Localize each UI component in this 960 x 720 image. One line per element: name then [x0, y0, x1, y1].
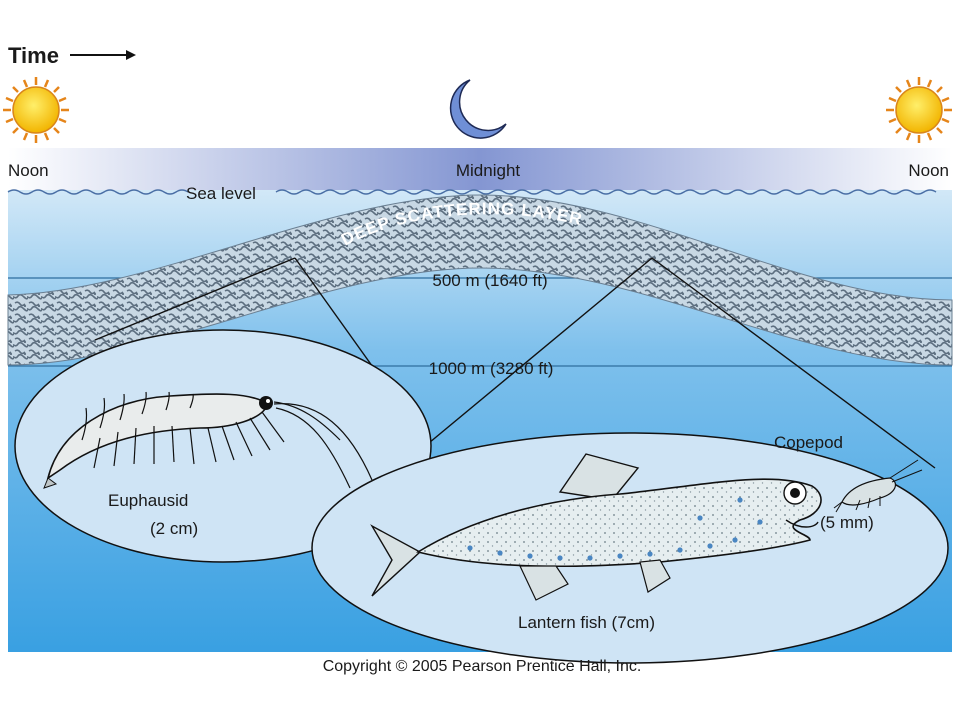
copepod-illustration — [833, 459, 923, 513]
time-arrow-icon — [70, 50, 136, 60]
copyright-text: Copyright © 2005 Pearson Prentice Hall, … — [323, 658, 642, 675]
sun-left-icon — [3, 77, 69, 143]
noon-right-label: Noon — [908, 161, 949, 180]
sea-level-label: Sea level — [186, 184, 256, 203]
crescent-moon-icon — [449, 79, 507, 139]
depth-1000-label: 1000 m (3280 ft) — [429, 359, 554, 378]
euphausid-illustration — [43, 391, 373, 489]
copepod-size-label: (5 mm) — [820, 513, 874, 532]
depth-500-label: 500 m (1640 ft) — [432, 271, 547, 290]
euphausid-callout — [14, 329, 432, 563]
euphausid-size-label: (2 cm) — [150, 519, 198, 538]
sky-band — [8, 148, 952, 190]
sun-right-icon — [886, 77, 952, 143]
midnight-label: Midnight — [456, 161, 521, 180]
lanternfish-label: Lantern fish (7cm) — [518, 613, 655, 632]
euphausid-name-label: Euphausid — [108, 491, 188, 510]
copepod-name-label: Copepod — [774, 433, 843, 452]
deep-scattering-layer — [7, 194, 953, 366]
time-label: Time — [8, 43, 59, 68]
noon-left-label: Noon — [8, 161, 49, 180]
sea-level-line — [7, 189, 937, 195]
lanternfish-illustration — [370, 453, 822, 601]
